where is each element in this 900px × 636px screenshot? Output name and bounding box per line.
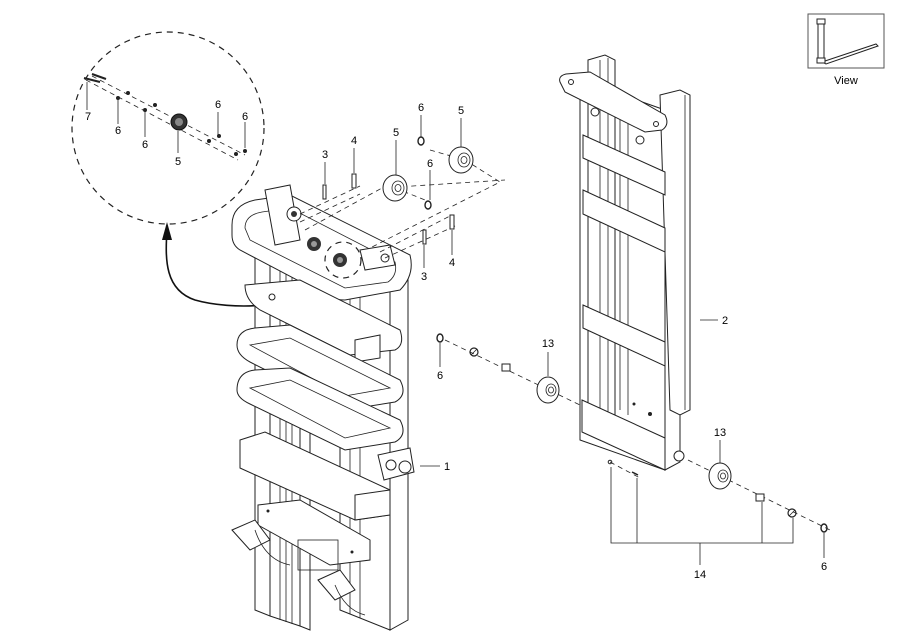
callout-12[interactable]: 7: [85, 111, 91, 123]
view-box[interactable]: View: [807, 13, 885, 87]
callout-3[interactable]: 3: [322, 149, 328, 161]
view-label: View: [834, 75, 858, 87]
callout-3[interactable]: 3: [421, 271, 427, 283]
detail-nut-icon: [143, 108, 147, 112]
fork-icon: [816, 18, 879, 65]
bottom-hardware: [607, 440, 831, 565]
callout-7[interactable]: 5: [175, 156, 181, 168]
callout-13[interactable]: 13: [542, 338, 554, 350]
callout-6[interactable]: 6: [821, 561, 827, 573]
callout-11[interactable]: 6: [115, 125, 121, 137]
callout-5[interactable]: 5: [393, 127, 399, 139]
top-hardware: [299, 115, 506, 268]
carriage-frame: [231, 184, 415, 631]
callout-2[interactable]: 2: [722, 315, 728, 327]
clip-icon: [351, 173, 357, 189]
inner-mast: [559, 54, 691, 471]
callout-1[interactable]: 1: [444, 461, 450, 473]
detail-roller-icon: [170, 113, 188, 131]
detail-washer-icon: [116, 96, 120, 100]
detail-bolt-icon: [83, 73, 107, 83]
detail-marker: [324, 241, 362, 279]
callout-9[interactable]: 6: [215, 99, 221, 111]
o-ring-icon: [424, 200, 432, 210]
callout-8[interactable]: 6: [242, 111, 248, 123]
callout-5[interactable]: 5: [458, 105, 464, 117]
callout-4[interactable]: 4: [351, 135, 357, 147]
roller-icon: [382, 174, 408, 202]
detail-circle: 7 6 6 5 6 6: [71, 31, 265, 225]
callout-4[interactable]: 4: [449, 257, 455, 269]
callout-10[interactable]: 6: [142, 139, 148, 151]
middle-hardware: [436, 333, 581, 406]
pin-icon: [322, 184, 327, 200]
callout-6[interactable]: 6: [437, 370, 443, 382]
callout-13[interactable]: 13: [714, 427, 726, 439]
callout-6[interactable]: 6: [418, 102, 424, 114]
callout-6[interactable]: 6: [427, 158, 433, 170]
callout-14[interactable]: 14: [694, 569, 706, 581]
